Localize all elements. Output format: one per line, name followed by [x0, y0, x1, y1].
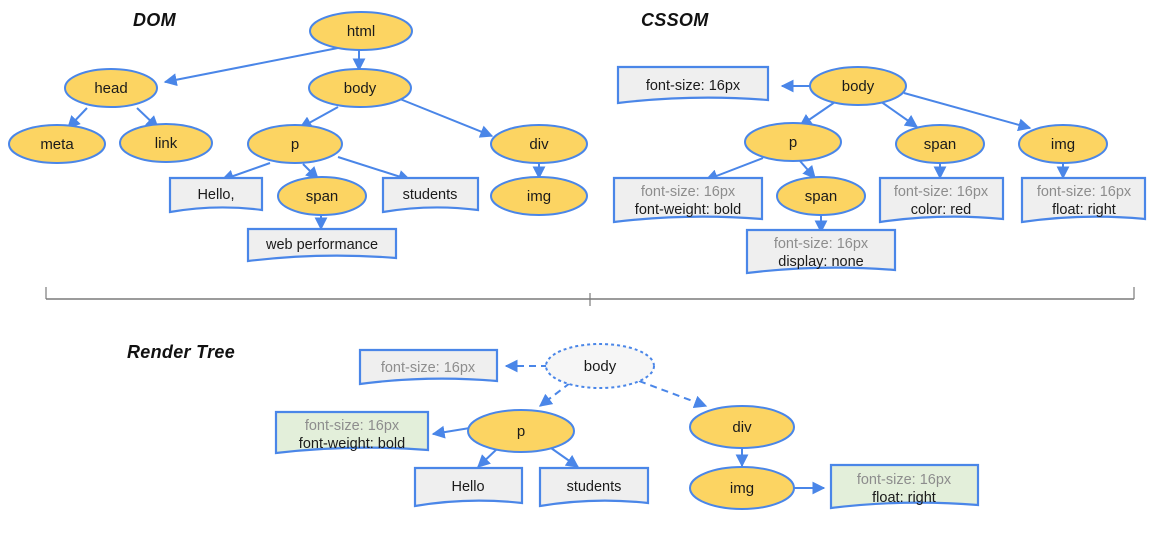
cssom-node-p[interactable]: p [744, 122, 842, 162]
render-tree-node-div-label: div [732, 419, 752, 436]
dom-node-img-label: img [527, 188, 551, 205]
cssom-rule-img-line-1: font-size: 16px [1037, 184, 1132, 200]
cssom-rule-p-line-2: font-weight: bold [635, 202, 741, 218]
render-tree: font-size: 16px body font-size: 16px fon… [274, 343, 980, 510]
dom-node-html-label: html [347, 23, 375, 40]
dom-node-div-label: div [529, 136, 549, 153]
dom-node-p-label: p [291, 136, 299, 153]
rt-rule-img-line-2: float: right [872, 490, 936, 506]
render-tree-text-node-hello[interactable]: Hello [413, 466, 524, 508]
dom-node-p[interactable]: p [247, 124, 343, 164]
render-tree-node-p-label: p [517, 423, 525, 440]
edge-rt-body-p [538, 382, 571, 407]
render-tree-rule-box-img[interactable]: font-size: 16px float: right [829, 463, 980, 510]
edge-html-head [163, 46, 344, 87]
edge-cssom-p-span [799, 160, 816, 179]
dom-text-node-students[interactable]: students [381, 176, 480, 214]
dom-text-node-hello[interactable]: Hello, [168, 176, 264, 214]
edge-head-meta [67, 107, 88, 129]
dom-section-title: DOM [133, 10, 177, 30]
cssom-section-title: CSSOM [641, 10, 709, 30]
edge-cssom-body-span [879, 100, 919, 128]
dom-node-link-label: link [155, 135, 178, 152]
edge-rt-p-students [550, 447, 580, 468]
render-tree-node-p[interactable]: p [467, 409, 575, 453]
render-tree-section-title: Render Tree [127, 342, 235, 362]
cssom-rule-box-span-display-none[interactable]: font-size: 16px display: none [745, 228, 897, 275]
edge-rt-body-div [638, 380, 708, 408]
dom-node-link[interactable]: link [119, 123, 213, 163]
cssom-node-img-label: img [1051, 136, 1075, 153]
dom-edges [67, 46, 546, 231]
dom-node-meta[interactable]: meta [8, 124, 106, 164]
rt-rule-body-line-1: font-size: 16px [381, 360, 476, 376]
dom-node-head[interactable]: head [64, 68, 158, 108]
edge-body-p [298, 106, 339, 129]
render-tree-rule-box-body[interactable]: font-size: 16px [358, 348, 499, 386]
cssom-node-span-p-child[interactable]: span [776, 176, 866, 216]
dom-text-node-hello-label: Hello, [197, 187, 234, 203]
rt-text-students-label: students [567, 479, 622, 495]
rt-rule-img-line-1: font-size: 16px [857, 472, 952, 488]
cssom-rule-box-p[interactable]: font-size: 16px font-weight: bold [612, 176, 764, 224]
cssom-tree: font-size: 16px body p span span img [612, 65, 1147, 275]
dom-node-img[interactable]: img [490, 176, 588, 216]
render-tree-node-div[interactable]: div [689, 405, 795, 449]
cssom-rule-span2-line-1: font-size: 16px [774, 236, 869, 252]
rt-rule-p-line-1: font-size: 16px [305, 418, 400, 434]
render-tree-text-node-students[interactable]: students [538, 466, 650, 508]
edge-p-students [337, 156, 412, 183]
edge-cssom-p-rule [704, 157, 764, 182]
cssom-rule-p-line-1: font-size: 16px [641, 184, 736, 200]
dom-tree: html head body meta link p div [8, 11, 588, 263]
dom-text-node-webperformance[interactable]: web performance [246, 227, 398, 263]
dom-node-span[interactable]: span [277, 176, 367, 216]
cssom-node-body-label: body [842, 78, 875, 95]
cssom-rule-span1-line-2: color: red [911, 202, 971, 218]
render-tree-node-body[interactable]: body [545, 343, 655, 389]
edge-rt-p-hello [477, 447, 499, 468]
cssom-node-img[interactable]: img [1018, 124, 1108, 164]
dom-node-div[interactable]: div [490, 124, 588, 164]
cssom-rule-box-span-color-red[interactable]: font-size: 16px color: red [878, 176, 1005, 224]
render-tree-node-img-label: img [730, 480, 754, 497]
cssom-rule-span1-line-1: font-size: 16px [894, 184, 989, 200]
dom-node-html[interactable]: html [309, 11, 413, 51]
cssom-node-p-label: p [789, 134, 797, 151]
dom-node-head-label: head [94, 80, 127, 97]
cssom-rule-box-body[interactable]: font-size: 16px [616, 65, 770, 105]
rt-rule-p-line-2: font-weight: bold [299, 436, 405, 452]
section-divider [45, 287, 1135, 306]
cssom-node-span-body-child-label: span [924, 136, 957, 153]
render-tree-rule-box-p[interactable]: font-size: 16px font-weight: bold [274, 410, 430, 455]
cssom-rule-img-line-2: float: right [1052, 202, 1116, 218]
edge-cssom-body-img [903, 92, 1032, 132]
dom-node-body-label: body [344, 80, 377, 97]
rt-text-hello-label: Hello [451, 479, 484, 495]
edge-cssom-body-p [798, 101, 836, 127]
cssom-node-body[interactable]: body [809, 66, 907, 106]
edge-body-div [399, 98, 494, 138]
render-tree-edges [431, 359, 826, 495]
dom-text-node-students-label: students [403, 187, 458, 203]
cssom-node-span-p-child-label: span [805, 188, 838, 205]
cssom-rule-span2-line-2: display: none [778, 254, 863, 270]
cssom-rule-body-line-1: font-size: 16px [646, 78, 741, 94]
render-tree-node-img[interactable]: img [689, 466, 795, 510]
dom-node-meta-label: meta [40, 136, 74, 153]
dom-node-span-label: span [306, 188, 339, 205]
dom-node-body[interactable]: body [308, 68, 412, 108]
cssom-node-span-body-child[interactable]: span [895, 124, 985, 164]
dom-text-node-webperformance-label: web performance [265, 237, 378, 253]
render-tree-node-body-label: body [584, 358, 617, 375]
cssom-rule-box-img-float-right[interactable]: font-size: 16px float: right [1020, 176, 1147, 224]
